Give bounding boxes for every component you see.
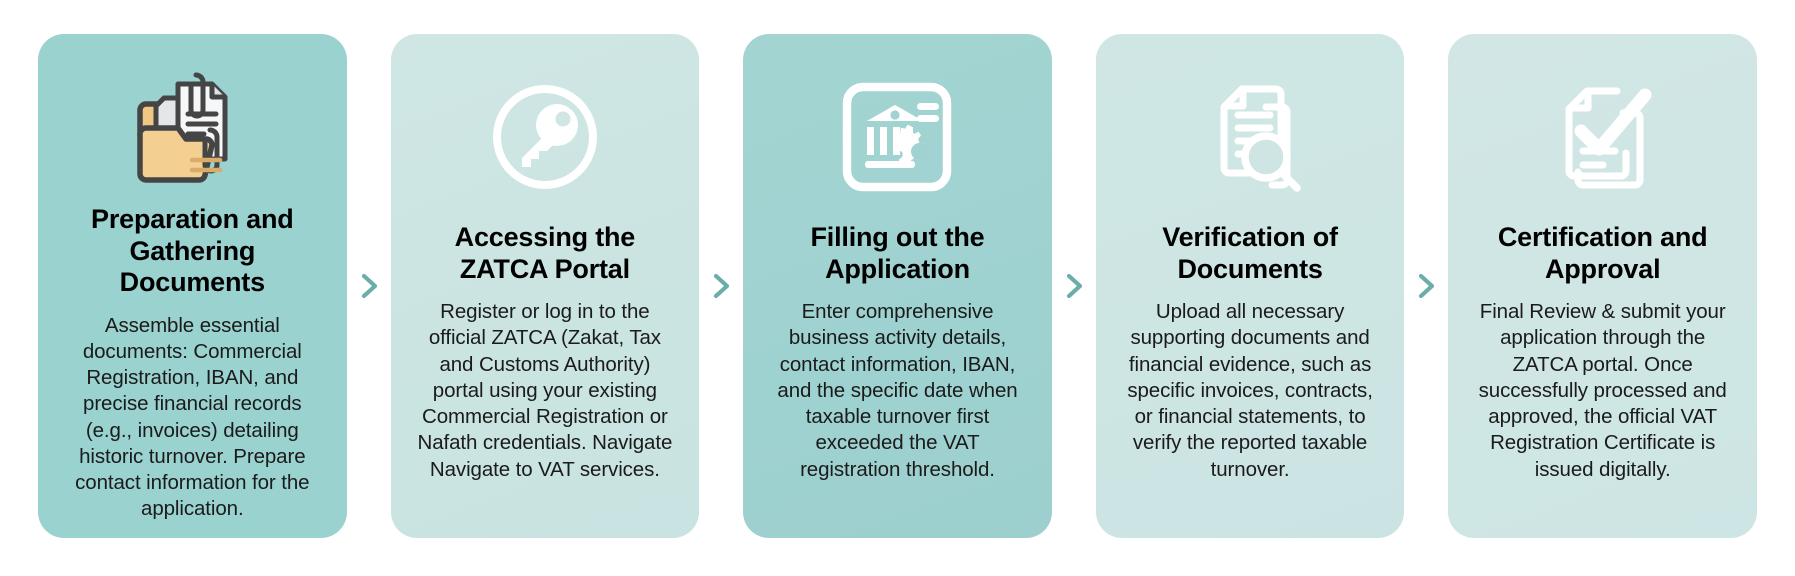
folder-documents-paperclip-icon (126, 62, 258, 194)
document-checkmark-icon (1539, 62, 1667, 212)
document-magnifier-icon (1186, 62, 1314, 212)
connector-1-2 (347, 34, 391, 538)
step-card-4[interactable]: Verification of Documents Upload all nec… (1095, 34, 1405, 538)
chevron-right-icon (361, 273, 377, 299)
step-title: Verification of Documents (1162, 222, 1338, 284)
key-in-circle-icon (481, 62, 609, 212)
step-title: Filling out the Application (810, 222, 985, 284)
step-body: Upload all necessary supporting document… (1127, 300, 1373, 481)
chevron-right-icon (714, 273, 730, 299)
step-title: Certification and Approval (1497, 222, 1708, 284)
step-card-2[interactable]: Accessing the ZATCA Portal Register or l… (390, 34, 700, 538)
connector-3-4 (1052, 34, 1096, 538)
step-title: Preparation and Gathering Documents (91, 204, 294, 298)
connector-4-5 (1404, 34, 1448, 538)
step-card-5[interactable]: Certification and Approval Final Review … (1448, 34, 1757, 538)
step-card-3[interactable]: Filling out the Application Enter compre… (743, 34, 1052, 538)
step-card-1[interactable]: Preparation and Gathering Documents Asse… (38, 34, 347, 538)
chevron-right-icon (1066, 273, 1082, 299)
step-title: Accessing the ZATCA Portal (454, 222, 636, 284)
step-body: Final Review & submit your application t… (1478, 300, 1727, 481)
connector-2-3 (699, 34, 743, 538)
step-body: Enter comprehensive business activity de… (777, 300, 1018, 481)
bank-form-gear-icon (833, 62, 961, 212)
step-body: Register or log in to the official ZATCA… (417, 300, 673, 481)
step-body: Assemble essential documents: Commercial… (75, 313, 310, 521)
chevron-right-icon (1419, 273, 1435, 299)
